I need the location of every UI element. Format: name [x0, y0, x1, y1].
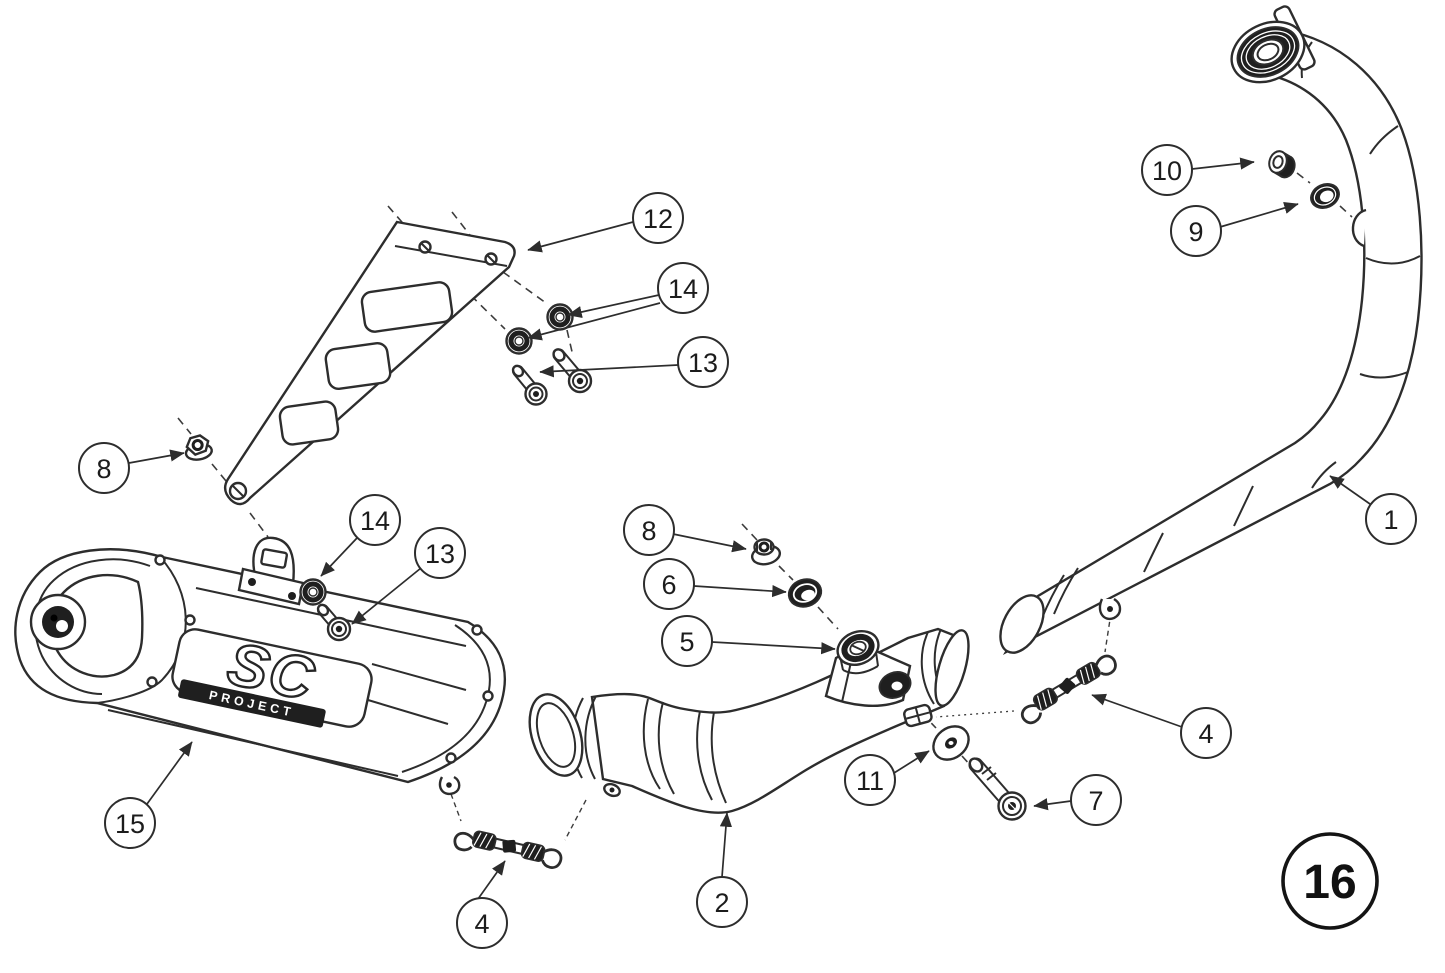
callout-11: 11 — [844, 754, 896, 806]
muffler-hanger — [237, 536, 305, 606]
bracket-slot — [324, 341, 392, 391]
callout-5: 5 — [661, 615, 713, 667]
callout-1: 1 — [1365, 493, 1417, 545]
svg-text:1: 1 — [1383, 505, 1398, 535]
callout-4-right: 4 — [1180, 707, 1232, 759]
svg-text:13: 13 — [688, 348, 718, 378]
svg-text:8: 8 — [96, 454, 111, 484]
muffler: SC PROJECT — [14, 536, 506, 796]
cross-tab — [903, 703, 933, 728]
socket-bolt — [968, 757, 1027, 821]
header-pipe — [999, 5, 1423, 655]
svg-text:14: 14 — [668, 274, 698, 304]
svg-text:10: 10 — [1152, 156, 1182, 186]
flange-nut-bracket — [184, 434, 213, 461]
leader-lines — [128, 157, 1371, 900]
callout-2: 2 — [696, 876, 748, 928]
spring-right — [1015, 650, 1122, 728]
mounting-bracket — [223, 220, 516, 506]
svg-text:14: 14 — [360, 506, 390, 536]
plug — [1268, 150, 1296, 179]
callout-15: 15 — [104, 797, 156, 849]
inlet-flange — [1230, 5, 1316, 84]
svg-text:8: 8 — [641, 516, 656, 546]
pipe-sensor-boss — [1351, 208, 1367, 248]
grommet — [787, 578, 823, 608]
pipe-open-end — [934, 629, 970, 707]
logo-bar — [178, 679, 326, 728]
callout-14-muffler: 14 — [349, 494, 401, 546]
bracket-slot — [278, 400, 340, 446]
callout-7: 7 — [1070, 774, 1122, 826]
link-pipe — [528, 627, 970, 814]
svg-text:15: 15 — [115, 809, 145, 839]
pipe-open-end — [999, 594, 1045, 654]
svg-text:4: 4 — [474, 909, 489, 939]
callout-12: 12 — [632, 192, 684, 244]
svg-text:13: 13 — [425, 539, 455, 569]
callout-13-top: 13 — [677, 336, 729, 388]
bracket-slot — [360, 281, 454, 333]
svg-text:4: 4 — [1198, 719, 1213, 749]
callout-10: 10 — [1141, 144, 1193, 196]
svg-text:12: 12 — [643, 204, 673, 234]
callout-13-muffler: 13 — [414, 527, 466, 579]
callout-4-bottom: 4 — [456, 897, 508, 949]
svg-text:7: 7 — [1088, 786, 1103, 816]
inlet-opening — [528, 693, 584, 777]
muffler-washer — [299, 578, 327, 606]
svg-text:2: 2 — [714, 888, 729, 918]
page-number-badge: 16 — [1281, 832, 1379, 930]
gasket-ring — [1310, 183, 1340, 209]
bushing-mount — [836, 630, 880, 675]
spring-bottom — [451, 824, 565, 874]
callout-8-mid: 8 — [623, 504, 675, 556]
svg-text:9: 9 — [1188, 217, 1203, 247]
svg-text:16: 16 — [1303, 856, 1356, 909]
muffler-bolt — [316, 603, 352, 642]
svg-text:6: 6 — [661, 570, 676, 600]
svg-text:5: 5 — [679, 627, 694, 657]
bracket-bolts — [511, 348, 593, 406]
washer — [932, 725, 970, 761]
callout-6: 6 — [643, 558, 695, 610]
callout-9: 9 — [1170, 205, 1222, 257]
sc-logo: SC — [222, 630, 321, 714]
flange-nut-mount — [750, 538, 782, 566]
bracket-washers — [505, 303, 574, 355]
callout-14-top: 14 — [657, 262, 709, 314]
callout-8-left: 8 — [78, 442, 130, 494]
svg-text:11: 11 — [856, 766, 884, 796]
end-cap-band — [401, 624, 491, 773]
